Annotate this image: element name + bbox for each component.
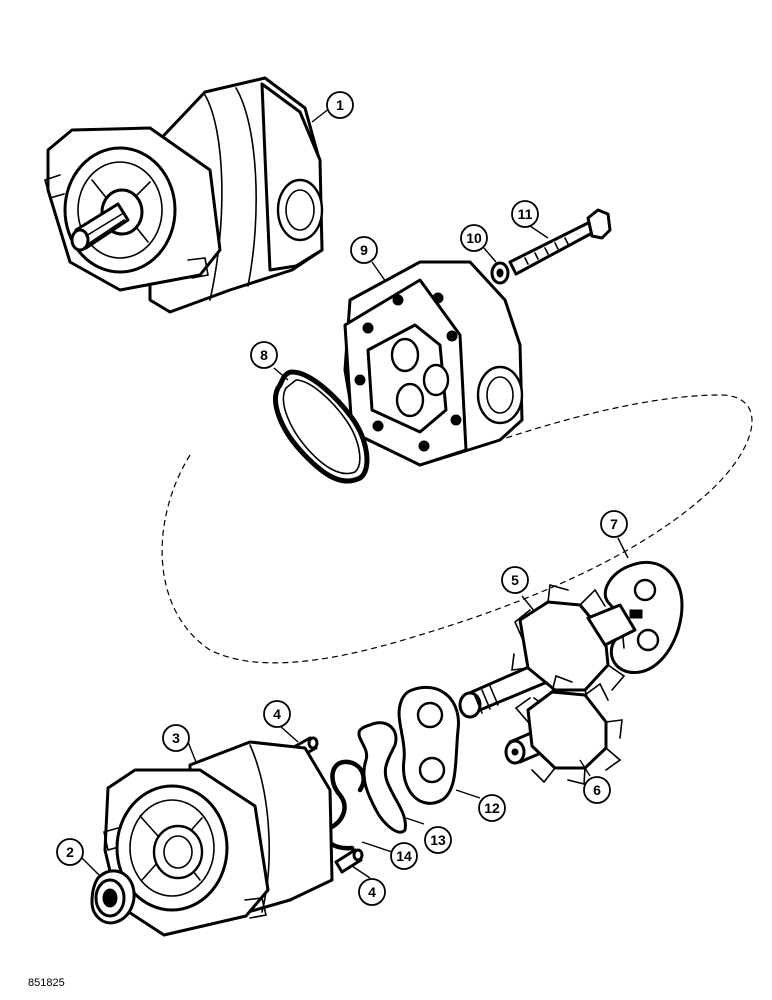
callout-14: 14 xyxy=(390,842,418,870)
callout-9-label: 9 xyxy=(360,242,368,258)
seal-backup xyxy=(357,721,407,834)
callout-3-label: 3 xyxy=(172,730,180,746)
callout-13-label: 13 xyxy=(430,832,446,848)
washer xyxy=(490,261,510,285)
callout-1: 1 xyxy=(326,91,354,119)
driven-gear xyxy=(504,674,623,786)
callout-5: 5 xyxy=(501,566,529,594)
callout-4-lower-label: 4 xyxy=(368,884,376,900)
callout-4-lower: 4 xyxy=(358,878,386,906)
callout-4-upper: 4 xyxy=(263,700,291,728)
callout-7: 7 xyxy=(600,510,628,538)
leader-lines xyxy=(81,107,629,879)
housing-seal xyxy=(273,369,370,484)
callout-13: 13 xyxy=(424,826,452,854)
callout-2: 2 xyxy=(56,838,84,866)
assembled-pump xyxy=(44,76,324,314)
callout-9: 9 xyxy=(350,236,378,264)
callout-2-label: 2 xyxy=(66,844,74,860)
callout-6: 6 xyxy=(583,776,611,804)
figure-reference-code: 851825 xyxy=(28,977,65,989)
callout-14-label: 14 xyxy=(396,848,412,864)
callout-11-label: 11 xyxy=(518,206,533,222)
callout-7-label: 7 xyxy=(610,516,618,532)
callout-8: 8 xyxy=(250,341,278,369)
assembly-boundary xyxy=(161,394,753,664)
shaft-seal xyxy=(90,869,136,925)
callout-8-label: 8 xyxy=(260,347,268,363)
callout-11: 11 xyxy=(511,200,539,228)
callout-5-label: 5 xyxy=(511,572,519,588)
front-cover-body xyxy=(103,740,334,937)
callout-6-label: 6 xyxy=(593,782,601,798)
callout-1-label: 1 xyxy=(336,97,344,113)
callout-12-label: 12 xyxy=(484,800,500,816)
gear-housing xyxy=(343,260,524,467)
callout-3: 3 xyxy=(162,724,190,752)
callout-10: 10 xyxy=(460,224,488,252)
callout-10-label: 10 xyxy=(466,230,482,246)
callout-4-upper-label: 4 xyxy=(273,706,281,722)
front-wear-plate xyxy=(397,685,460,805)
dowel-pin-lower xyxy=(334,848,364,874)
drive-gear xyxy=(458,583,637,719)
bolt xyxy=(508,208,612,276)
callout-12: 12 xyxy=(478,794,506,822)
